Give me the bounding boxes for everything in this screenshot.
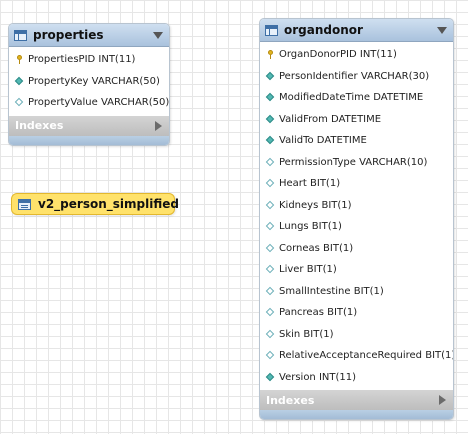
- diamond-empty-icon: [266, 158, 275, 167]
- column-label: ValidTo DATETIME: [279, 135, 367, 147]
- diamond-filled-icon: [266, 115, 275, 124]
- diamond-empty-icon: [266, 265, 275, 274]
- column-label: Lungs BIT(1): [279, 221, 342, 233]
- column-label: Version INT(11): [279, 371, 357, 383]
- column-row[interactable]: Heart BIT(1): [260, 173, 453, 195]
- expand-arrow-icon[interactable]: [155, 120, 162, 131]
- diamond-empty-icon: [266, 201, 275, 210]
- indexes-label: Indexes: [266, 393, 315, 407]
- diamond-empty-icon: [266, 330, 275, 339]
- column-row[interactable]: OrganDonorPID INT(11): [260, 44, 453, 66]
- table-footer: [9, 135, 169, 145]
- column-label: PropertyValue VARCHAR(50): [28, 97, 170, 109]
- column-row[interactable]: SmallIntestine BIT(1): [260, 281, 453, 303]
- diamond-filled-icon: [15, 77, 24, 86]
- column-row[interactable]: ValidFrom DATETIME: [260, 109, 453, 131]
- key-icon: [15, 55, 24, 65]
- diamond-empty-icon: [266, 308, 275, 317]
- column-row[interactable]: Pancreas BIT(1): [260, 302, 453, 324]
- column-row[interactable]: PersonIdentifier VARCHAR(30): [260, 66, 453, 88]
- diamond-empty-icon: [266, 244, 275, 253]
- column-row[interactable]: ModifiedDateTime DATETIME: [260, 87, 453, 109]
- column-row[interactable]: RelativeAcceptanceRequired BIT(1): [260, 345, 453, 367]
- indexes-bar-organdonor[interactable]: Indexes: [260, 390, 453, 410]
- table-organdonor[interactable]: organdonor OrganDonorPID INT(11) PersonId…: [259, 18, 454, 420]
- column-label: Skin BIT(1): [279, 328, 334, 340]
- column-label: Pancreas BIT(1): [279, 307, 358, 319]
- table-footer: [260, 410, 453, 419]
- column-row[interactable]: PropertyValue VARCHAR(50): [9, 92, 169, 114]
- table-title-organdonor: organdonor: [284, 23, 363, 37]
- column-label: Corneas BIT(1): [279, 242, 354, 254]
- table-title-properties: properties: [33, 28, 104, 42]
- column-label: ValidFrom DATETIME: [279, 113, 382, 125]
- collapse-icon[interactable]: [153, 31, 163, 39]
- column-row[interactable]: PermissionType VARCHAR(10): [260, 152, 453, 174]
- diamond-filled-icon: [266, 93, 275, 102]
- expand-arrow-icon[interactable]: [439, 395, 446, 405]
- table-properties[interactable]: properties PropertiesPID INT(11) Property…: [8, 23, 170, 146]
- column-row[interactable]: Kidneys BIT(1): [260, 195, 453, 217]
- diamond-empty-icon: [266, 179, 275, 188]
- column-label: RelativeAcceptanceRequired BIT(1): [279, 350, 454, 362]
- column-label: PropertyKey VARCHAR(50): [28, 75, 160, 87]
- column-label: OrganDonorPID INT(11): [279, 49, 397, 61]
- view-icon: [18, 198, 31, 210]
- indexes-bar-properties[interactable]: Indexes: [9, 115, 169, 136]
- column-label: Heart BIT(1): [279, 178, 341, 190]
- column-label: Kidneys BIT(1): [279, 199, 352, 211]
- diamond-filled-icon: [266, 373, 275, 382]
- column-list-organdonor: OrganDonorPID INT(11) PersonIdentifier VA…: [260, 42, 453, 390]
- table-header-properties[interactable]: properties: [9, 24, 169, 47]
- table-header-organdonor[interactable]: organdonor: [260, 19, 453, 42]
- column-list-properties: PropertiesPID INT(11) PropertyKey VARCHAR…: [9, 47, 169, 116]
- indexes-label: Indexes: [15, 119, 64, 132]
- column-row[interactable]: ValidTo DATETIME: [260, 130, 453, 152]
- column-row[interactable]: Version INT(11): [260, 367, 453, 389]
- view-v2-person-simplified[interactable]: v2_person_simplified: [11, 193, 179, 215]
- key-icon: [266, 50, 275, 60]
- diamond-empty-icon: [266, 222, 275, 231]
- table-icon: [14, 29, 27, 41]
- column-label: PropertiesPID INT(11): [28, 54, 136, 66]
- column-label: SmallIntestine BIT(1): [279, 285, 384, 297]
- diamond-filled-icon: [266, 136, 275, 145]
- column-label: ModifiedDateTime DATETIME: [279, 92, 424, 104]
- column-row[interactable]: Skin BIT(1): [260, 324, 453, 346]
- collapse-icon[interactable]: [437, 26, 447, 34]
- column-row[interactable]: Corneas BIT(1): [260, 238, 453, 260]
- column-label: PersonIdentifier VARCHAR(30): [279, 70, 430, 82]
- column-row[interactable]: Liver BIT(1): [260, 259, 453, 281]
- column-label: Liver BIT(1): [279, 264, 337, 276]
- column-label: PermissionType VARCHAR(10): [279, 156, 428, 168]
- column-row[interactable]: Lungs BIT(1): [260, 216, 453, 238]
- diamond-empty-icon: [266, 287, 275, 296]
- view-title: v2_person_simplified: [38, 197, 179, 211]
- column-row[interactable]: PropertiesPID INT(11): [9, 49, 169, 71]
- diamond-empty-icon: [266, 351, 275, 360]
- diamond-empty-icon: [15, 98, 24, 107]
- diamond-filled-icon: [266, 72, 275, 81]
- column-row[interactable]: PropertyKey VARCHAR(50): [9, 71, 169, 93]
- table-icon: [265, 24, 278, 36]
